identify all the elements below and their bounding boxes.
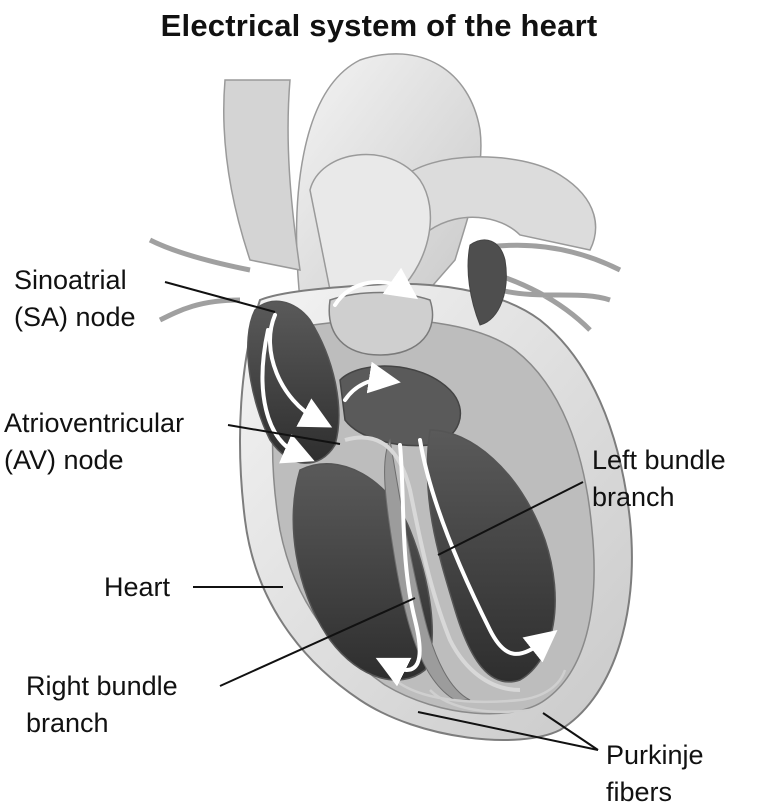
label-sa-node: Sinoatrial (SA) node (14, 262, 136, 336)
label-right-bundle-branch: Right bundle branch (26, 668, 178, 742)
left-vessels (150, 240, 250, 320)
label-left-bundle-branch: Left bundle branch (592, 442, 726, 516)
superior-vena-cava (224, 80, 300, 270)
label-purkinje-fibers: Purkinje fibers (606, 737, 704, 811)
valves (329, 293, 432, 356)
label-heart: Heart (104, 569, 170, 606)
label-av-node: Atrioventricular (AV) node (4, 405, 184, 479)
pulmonary-artery (310, 155, 430, 290)
